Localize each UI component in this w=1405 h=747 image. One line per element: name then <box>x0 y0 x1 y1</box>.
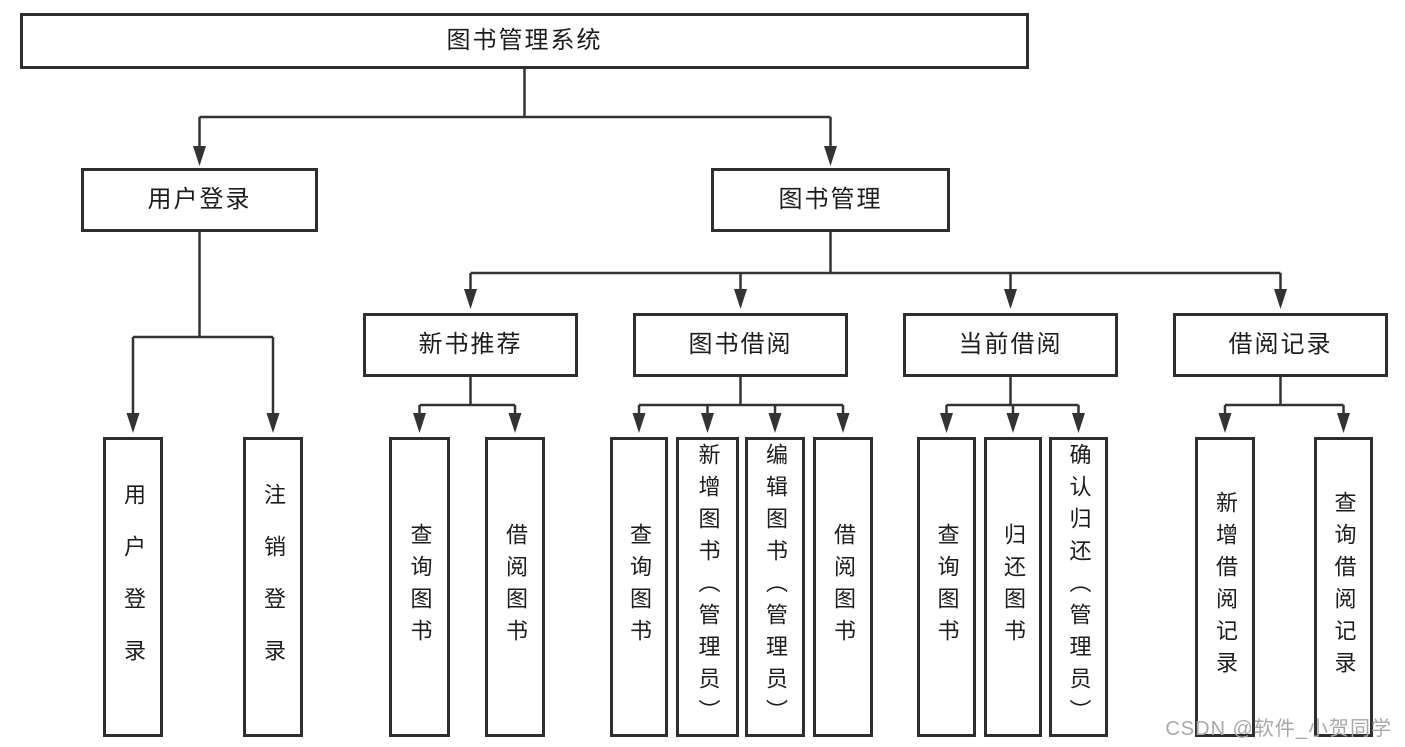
node-return-book: 归还图书 <box>984 437 1042 737</box>
node-user-login: 用户登录 <box>81 168 318 232</box>
connector-bars <box>133 69 1344 407</box>
node-book-management: 图书管理 <box>711 168 950 232</box>
node-confirm-return-admin: 确认归还（管理员） <box>1049 437 1108 737</box>
node-query-books-recommend: 查询图书 <box>389 437 450 737</box>
node-library-management-system: 图书管理系统 <box>20 13 1029 69</box>
node-borrow-books-recommend: 借阅图书 <box>485 437 545 737</box>
node-new-book-recommendation: 新书推荐 <box>363 313 578 377</box>
node-query-books-borrow: 查询图书 <box>610 437 668 737</box>
node-edit-book-admin: 编辑图书（管理员） <box>745 437 805 737</box>
node-borrow-books-borrow: 借阅图书 <box>813 437 873 737</box>
node-add-borrow-record: 新增借阅记录 <box>1195 437 1255 737</box>
node-query-books-current: 查询图书 <box>917 437 976 737</box>
node-current-borrowing: 当前借阅 <box>903 313 1118 377</box>
node-query-borrow-record: 查询借阅记录 <box>1314 437 1373 737</box>
csdn-watermark: CSDN @软件_小贺同学 <box>1165 718 1392 740</box>
node-logout-leaf: 注销登录 <box>243 437 303 737</box>
node-add-book-admin: 新增图书（管理员） <box>676 437 739 737</box>
node-book-borrowing: 图书借阅 <box>633 313 848 377</box>
node-user-login-leaf: 用户登录 <box>103 437 163 737</box>
node-borrowing-records: 借阅记录 <box>1173 313 1388 377</box>
